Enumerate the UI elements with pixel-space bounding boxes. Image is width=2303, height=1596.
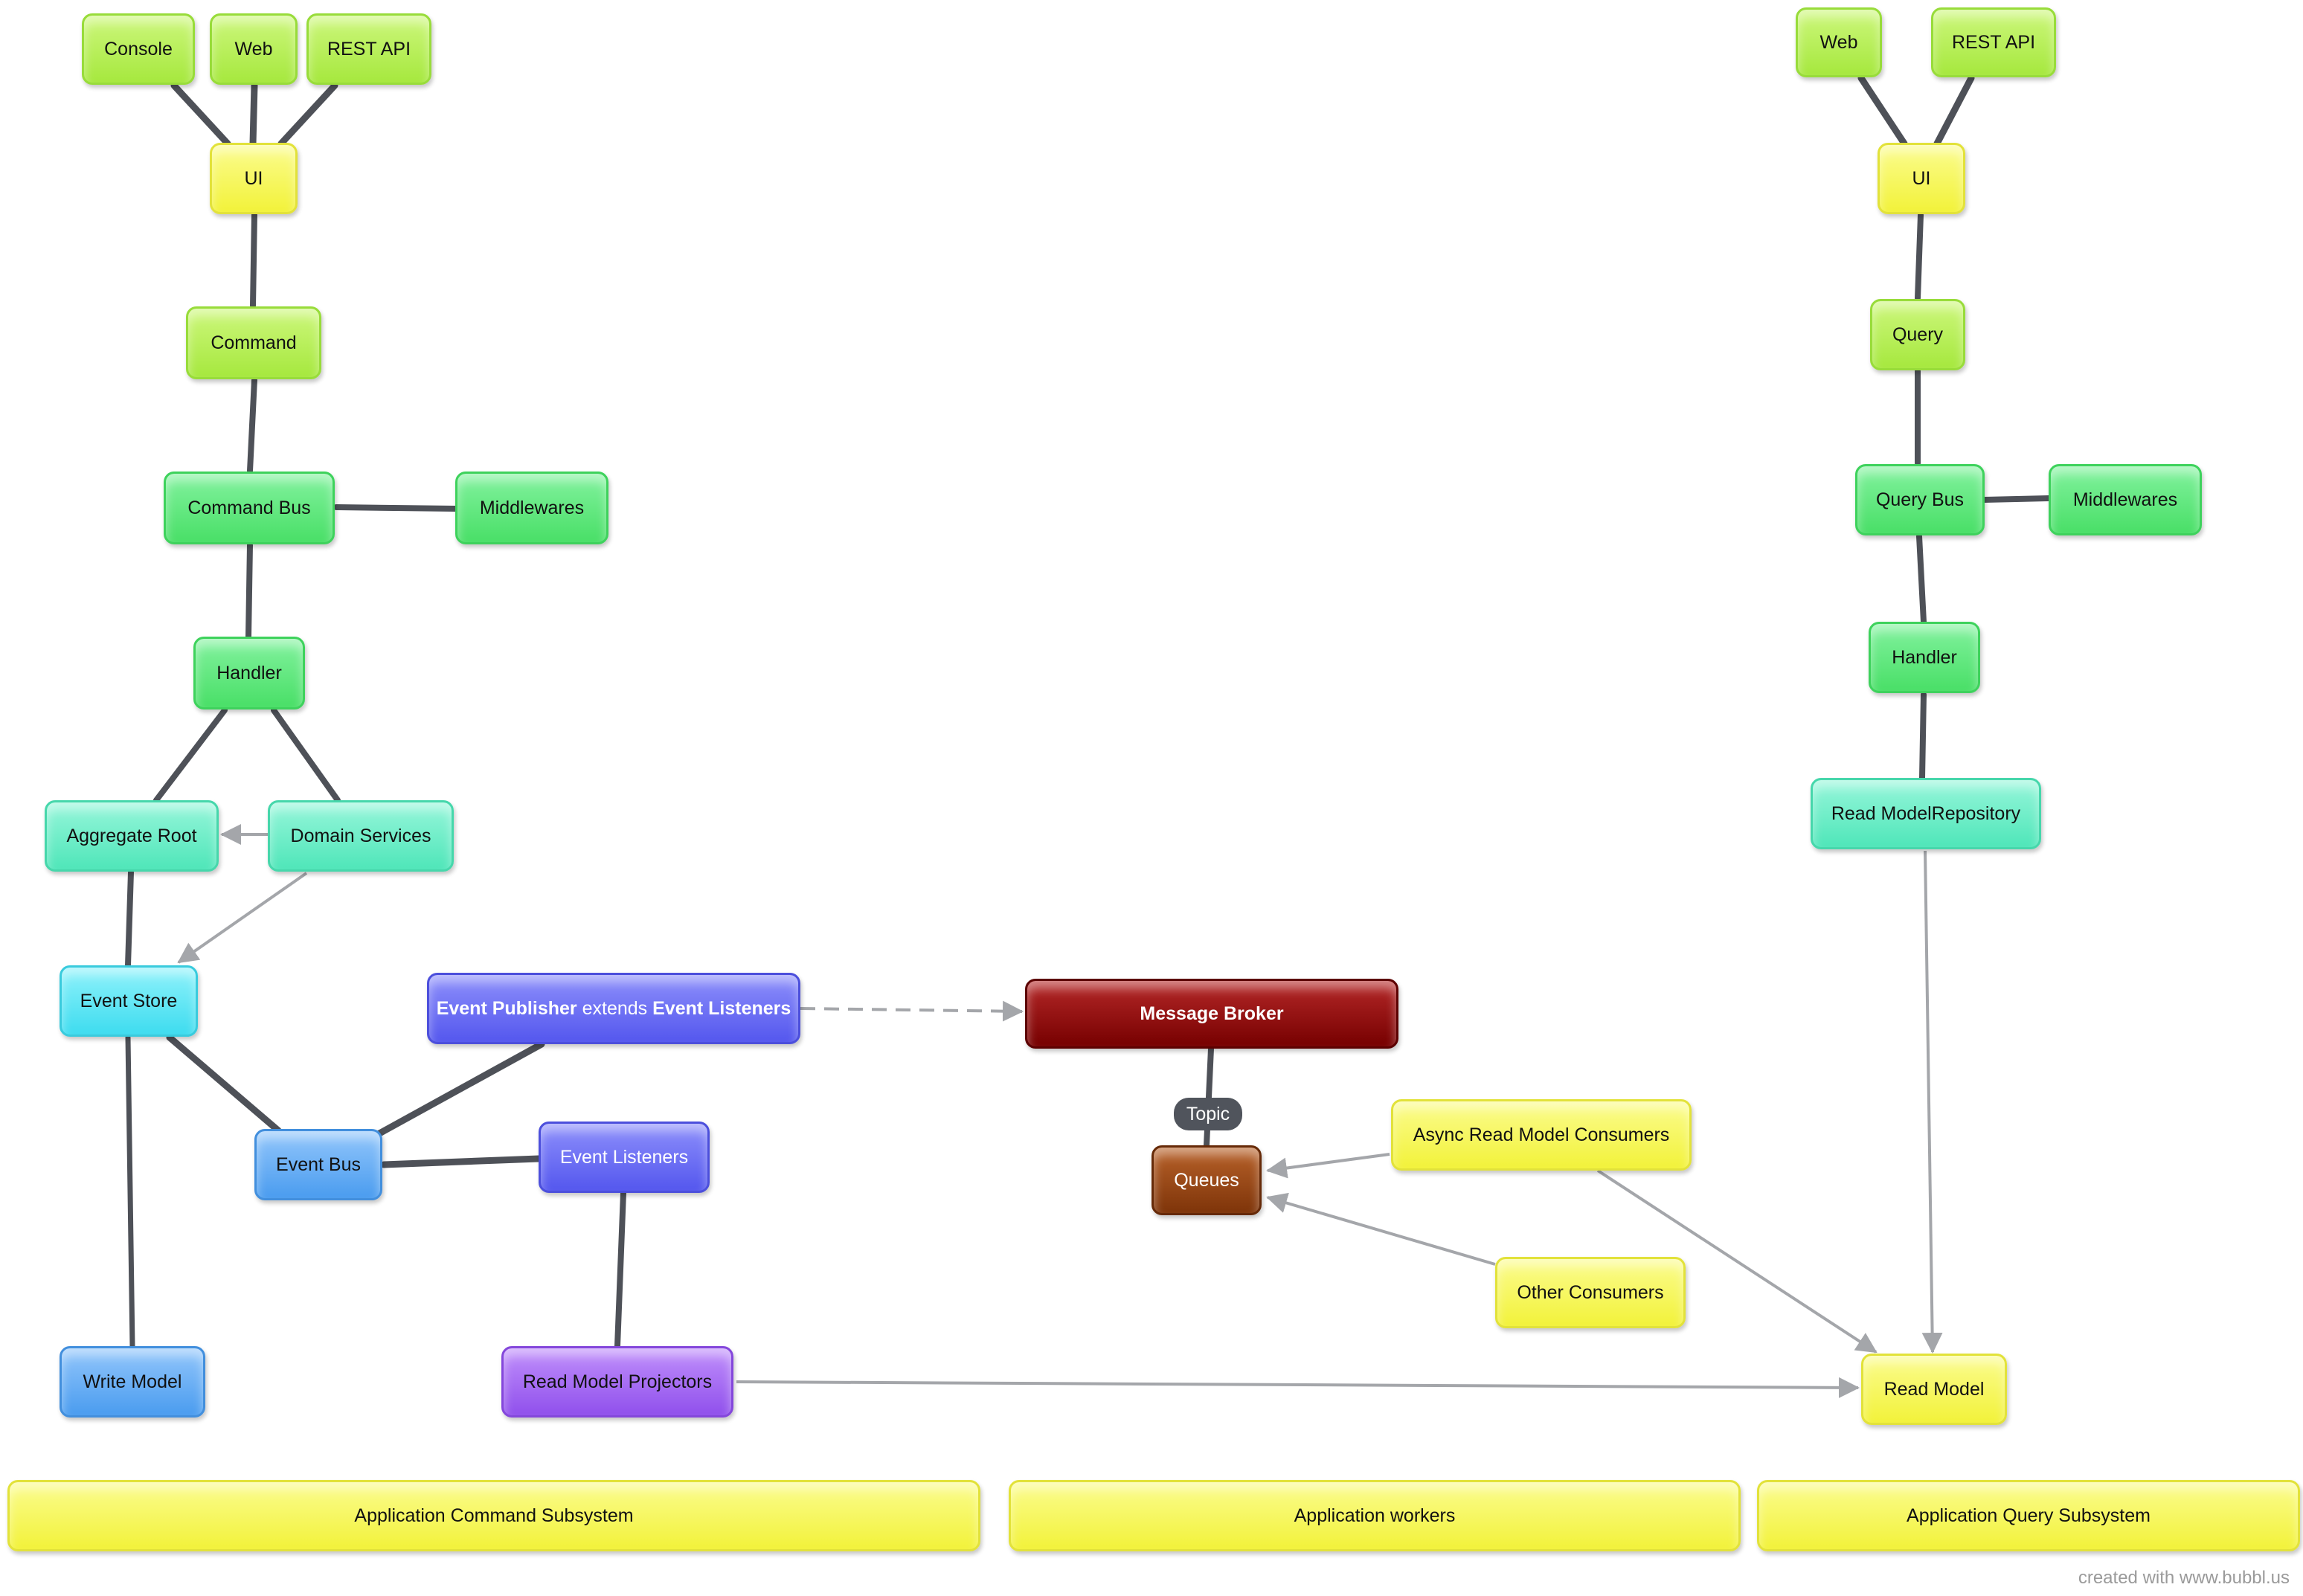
edge-querybus-handler: [1916, 533, 1927, 625]
workers-bar: Application workers: [1009, 1480, 1741, 1551]
query-ui-node[interactable]: UI: [1878, 143, 1965, 214]
arrow-readmodelrepo-readmodel: [1921, 850, 1943, 1354]
command-subsystem-bar: Application Command Subsystem: [7, 1480, 980, 1551]
write-model-node[interactable]: Write Model: [60, 1346, 205, 1418]
query-handler-node[interactable]: Handler: [1869, 622, 1980, 693]
edge-qui-query: [1915, 212, 1924, 301]
read-model-node[interactable]: Read Model: [1861, 1354, 2007, 1425]
edge-command-commandbus: [247, 377, 257, 474]
edge-aggregateroot-eventstore: [125, 869, 134, 968]
edge-qweb-qui: [1857, 74, 1908, 147]
event-publisher-label: Event Publisher: [436, 997, 577, 1019]
edge-broker-queues: [1204, 1046, 1214, 1148]
query-node[interactable]: Query: [1870, 299, 1965, 370]
edge-eventstore-eventbus: [166, 1034, 282, 1134]
query-web-node[interactable]: Web: [1796, 7, 1882, 77]
async-read-model-consumers-node[interactable]: Async Read Model Consumers: [1391, 1099, 1692, 1171]
edge-eventbus-listeners: [380, 1155, 542, 1168]
read-model-repository-node[interactable]: Read ModelRepository: [1811, 778, 2041, 849]
event-listeners-ref-label: Event Listeners: [652, 997, 791, 1019]
edge-publisher-eventbus: [376, 1040, 545, 1137]
arrow-async-queues: [1266, 1153, 1390, 1179]
footer-credit: created with www.bubbl.us: [2078, 1568, 2290, 1588]
web-node[interactable]: Web: [210, 13, 298, 85]
edge-handler-domainservices: [271, 707, 341, 803]
query-bus-node[interactable]: Query Bus: [1855, 464, 1985, 535]
edge-listeners-projectors: [614, 1190, 626, 1349]
read-model-projectors-node[interactable]: Read Model Projectors: [501, 1346, 733, 1418]
arrow-projectors-readmodel: [736, 1377, 1860, 1398]
edge-qrest-qui: [1933, 74, 1975, 147]
aggregate-root-node[interactable]: Aggregate Root: [45, 800, 219, 872]
event-bus-node[interactable]: Event Bus: [254, 1129, 382, 1200]
query-subsystem-bar: Application Query Subsystem: [1757, 1480, 2300, 1551]
edge-handler-readmodelrepo: [1919, 692, 1927, 781]
edge-eventstore-writemodel: [125, 1034, 135, 1349]
queues-node[interactable]: Queues: [1152, 1145, 1262, 1215]
event-listeners-node[interactable]: Event Listeners: [539, 1122, 710, 1193]
arrow-async-readmodel: [1596, 1169, 1878, 1354]
edge-ui-command: [250, 212, 257, 309]
domain-services-node[interactable]: Domain Services: [268, 800, 454, 872]
query-rest-api-node[interactable]: REST API: [1931, 7, 2056, 77]
extends-label: extends: [582, 997, 648, 1019]
ui-node[interactable]: UI: [210, 143, 298, 214]
command-middlewares-node[interactable]: Middlewares: [455, 472, 608, 544]
edge-handler-aggregateroot: [153, 707, 228, 803]
console-node[interactable]: Console: [82, 13, 195, 85]
command-bus-node[interactable]: Command Bus: [164, 472, 335, 544]
edge-commandbus-handler: [245, 542, 253, 640]
arrow-publisher-broker: [800, 1000, 1024, 1022]
event-store-node[interactable]: Event Store: [60, 965, 198, 1037]
edge-rest-ui: [277, 82, 338, 147]
edge-console-ui: [170, 82, 231, 147]
edge-commandbus-middlewares: [333, 504, 460, 512]
topic-label: Topic: [1174, 1098, 1242, 1130]
query-middlewares-node[interactable]: Middlewares: [2049, 464, 2202, 535]
edge-web-ui: [249, 82, 258, 147]
edge-querybus-middlewares: [1982, 495, 2052, 503]
command-handler-node[interactable]: Handler: [193, 637, 305, 709]
arrow-other-queues: [1266, 1192, 1496, 1266]
rest-api-node[interactable]: REST API: [306, 13, 431, 85]
message-broker-node[interactable]: Message Broker: [1025, 979, 1398, 1049]
command-node[interactable]: Command: [186, 306, 321, 379]
other-consumers-node[interactable]: Other Consumers: [1495, 1257, 1686, 1328]
event-publisher-node[interactable]: Event Publisher extends Event Listeners: [427, 973, 800, 1044]
arrow-domainservices-eventstore: [177, 872, 308, 964]
